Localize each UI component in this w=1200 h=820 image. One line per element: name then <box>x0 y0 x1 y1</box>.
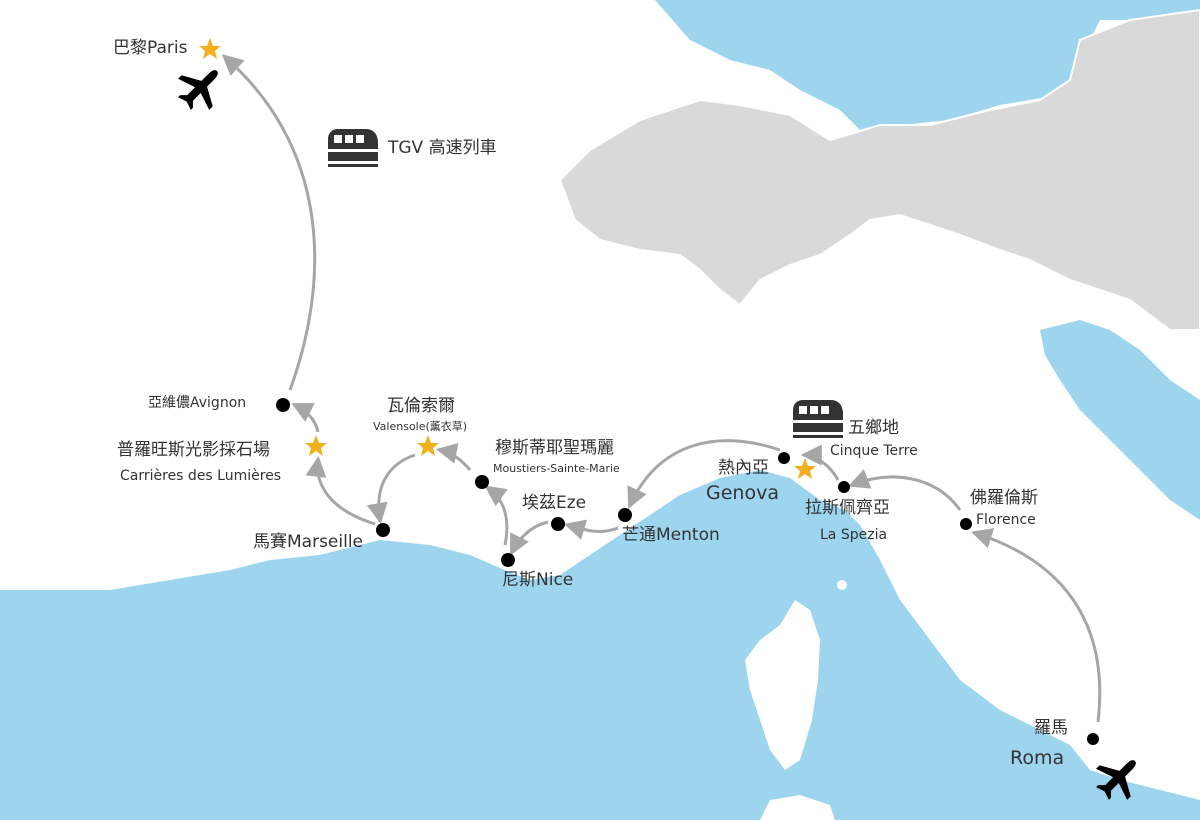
label-laspezia-en: La Spezia <box>820 527 888 543</box>
route-roma-florence <box>970 528 1102 723</box>
star-icon-valensole <box>417 435 439 456</box>
label-paris: 巴黎Paris <box>113 38 188 58</box>
train-icon-tgv <box>328 129 378 167</box>
label-roma-en: Roma <box>1010 747 1065 769</box>
route-quarry-avignon <box>291 403 320 433</box>
label-moustiers-zh: 穆斯蒂耶聖瑪麗 <box>495 438 614 458</box>
label-quarry-zh: 普羅旺斯光影採石場 <box>117 440 270 460</box>
label-avignon: 亞維儂Avignon <box>148 395 247 411</box>
land-central-europe <box>558 8 1200 331</box>
label-florence-zh: 佛羅倫斯 <box>970 488 1038 508</box>
label-cinqueterre-zh: 五鄉地 <box>848 418 899 438</box>
stop-dot-moustiers <box>475 475 489 489</box>
plane-icon-roma <box>1096 760 1136 800</box>
sea-north <box>655 0 1200 130</box>
label-cinqueterre-en: Cinque Terre <box>830 443 918 459</box>
route-moustiers-valensole <box>435 443 472 471</box>
island-sardinia <box>760 795 835 820</box>
star-icon-quarry <box>305 435 327 456</box>
label-quarry-en: Carrières des Lumières <box>120 468 282 484</box>
route-nice-moustiers <box>484 485 509 546</box>
stop-dot-genova <box>778 452 790 464</box>
label-genova-zh: 熱內亞 <box>718 458 769 478</box>
route-marseille-quarry <box>305 455 376 526</box>
label-valensole-zh: 瓦倫索爾 <box>387 396 455 416</box>
label-nice: 尼斯Nice <box>502 570 574 590</box>
stars <box>199 38 816 479</box>
label-marseille: 馬賽Marseille <box>253 532 364 552</box>
route-lines <box>221 54 1102 723</box>
label-eze: 埃茲Eze <box>522 493 587 513</box>
stop-dot-roma <box>1087 733 1099 745</box>
stop-dot-florence <box>960 518 972 530</box>
plane-icon-paris <box>178 70 218 110</box>
stop-dot-marseille <box>376 523 390 537</box>
label-valensole-en: Valensole(薰衣草) <box>373 420 468 433</box>
label-roma-zh: 羅馬 <box>1034 718 1068 738</box>
train-icon-cinqueterre <box>793 400 843 438</box>
stop-dot-eze <box>551 517 565 531</box>
label-menton: 芒通Menton <box>622 525 720 545</box>
label-laspezia-zh: 拉斯佩齊亞 <box>805 498 890 518</box>
island-corsica <box>745 600 820 770</box>
star-icon-paris <box>199 38 221 59</box>
stop-dot-laspezia <box>838 481 850 493</box>
route-genova-menton <box>627 439 781 509</box>
route-laspezia-cinqueterre <box>800 444 840 481</box>
sea-adriatic <box>1040 320 1200 520</box>
star-icon-cinqueterre <box>794 458 816 479</box>
stop-dot-nice <box>501 553 515 567</box>
route-florence-laspezia <box>848 469 962 511</box>
sea-mediterranean <box>0 470 1200 820</box>
route-valensole-marseille <box>366 453 416 525</box>
label-moustiers-en: Moustiers-Sainte-Marie <box>493 462 620 475</box>
route-eze-nice <box>510 520 549 556</box>
label-genova-en: Genova <box>706 482 779 504</box>
route-menton-eze <box>563 519 619 540</box>
island-small <box>837 580 847 590</box>
label-florence-en: Florence <box>976 512 1036 528</box>
label-tgv: TGV 高速列車 <box>388 138 497 158</box>
stops <box>276 398 1099 745</box>
stop-dot-menton <box>618 508 632 522</box>
route-avignon-paris <box>221 54 317 391</box>
stop-dot-avignon <box>276 398 290 412</box>
